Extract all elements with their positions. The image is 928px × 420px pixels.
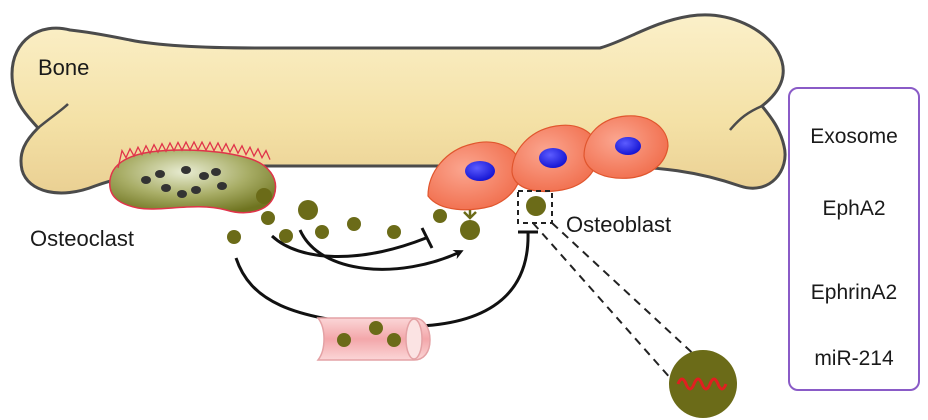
osteoclast-nucleus — [211, 168, 221, 176]
osteoclast-nucleus — [177, 190, 187, 198]
bone-label: Bone — [38, 55, 90, 80]
legend-label-epha2: EphA2 — [822, 197, 886, 220]
osteoblast-cell — [583, 115, 669, 179]
osteoclast-nucleus — [217, 182, 227, 190]
mir214-wave-icon — [676, 377, 728, 391]
osteoblast-label: Osteoblast — [566, 212, 672, 237]
legend: Exosome EphA2 EphrinA2 miR-214 — [788, 87, 920, 391]
osteoclast-cell — [109, 140, 277, 214]
inhibition-line-osteoblast — [234, 231, 530, 328]
legend-label-exosome: Exosome — [810, 125, 898, 148]
exosome — [433, 209, 447, 223]
osteoclast-label: Osteoclast — [30, 226, 134, 251]
exosome — [298, 200, 318, 220]
blood-vessel — [316, 317, 431, 361]
exosome — [387, 333, 401, 347]
zoomed-exosome — [669, 350, 737, 418]
inhibition-arrow — [270, 234, 427, 258]
legend-label-mir214: miR-214 — [814, 347, 894, 370]
exosome — [315, 225, 329, 239]
osteoclast-nucleus — [141, 176, 151, 184]
exosome — [460, 220, 480, 240]
osteoclast-nucleus — [161, 184, 171, 192]
exosome — [526, 196, 546, 216]
osteoclast-nucleus — [199, 172, 209, 180]
exosome — [369, 321, 383, 335]
exosome — [387, 225, 401, 239]
epha2-receptor — [463, 210, 477, 220]
exosome — [337, 333, 351, 347]
exosome — [256, 188, 272, 204]
exosome — [261, 211, 275, 225]
exosome — [279, 229, 293, 243]
osteoclast-nucleus — [155, 170, 165, 178]
legend-label-ephrina2: EphrinA2 — [810, 281, 898, 304]
exosome-particles — [227, 188, 546, 244]
osteoblast-cell — [427, 141, 522, 211]
osteoclast-nucleus — [191, 186, 201, 194]
osteoblast-cells — [427, 115, 669, 211]
osteoclast-nucleus — [181, 166, 191, 174]
exosome — [347, 217, 361, 231]
zoom-box — [517, 190, 553, 224]
activation-arrow — [298, 229, 464, 271]
exosome — [227, 230, 241, 244]
